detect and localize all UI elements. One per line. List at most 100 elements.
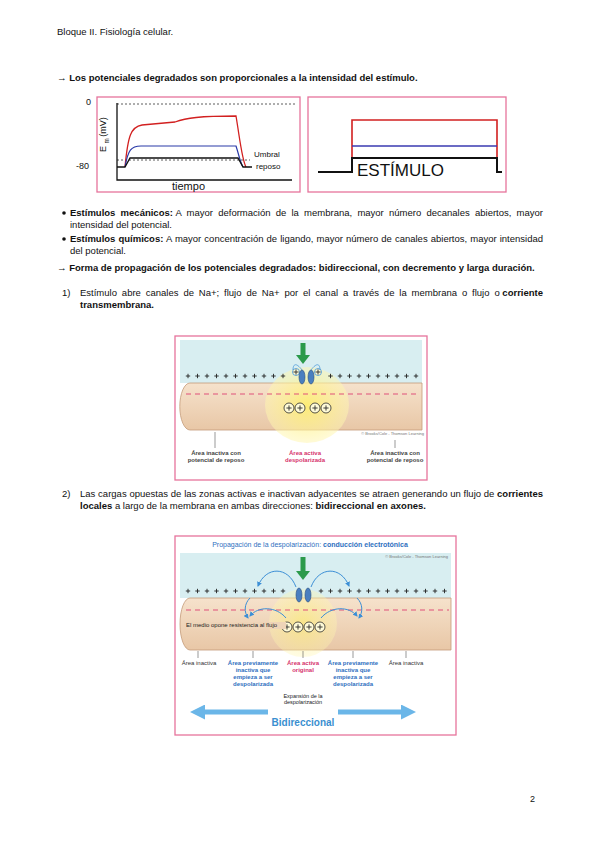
label-text: Las cargas opuestas de las zonas activas… bbox=[80, 488, 494, 499]
label-text: Área inactiva con potencial de reposo bbox=[188, 450, 245, 463]
label-text: Estímulo abre canales de Na+; flujo de N… bbox=[80, 287, 500, 298]
label-text: Estímulos químicos: bbox=[70, 233, 163, 244]
copyright-note: © Brooks/Cole - Thomson Learning bbox=[352, 432, 424, 437]
charge-sign bbox=[395, 589, 399, 593]
charge-sign bbox=[404, 589, 408, 593]
label-text: Bidireccional bbox=[272, 717, 335, 728]
potential-graph bbox=[97, 97, 300, 192]
area-label: Área inactiva con potencial de reposo bbox=[181, 450, 251, 464]
charge-sign bbox=[186, 374, 190, 378]
area-label: Área activa original bbox=[285, 660, 321, 674]
section-heading: → Los potenciales degradados son proporc… bbox=[57, 72, 547, 84]
medium-note: El medio opone resistencia al flujo bbox=[186, 622, 286, 629]
list-number: 2) bbox=[62, 488, 78, 500]
axon-figure bbox=[175, 336, 427, 480]
label-text: Área activa despolarizada bbox=[285, 450, 325, 463]
bullet-dot bbox=[62, 237, 66, 241]
stimulus-label: ESTÍMULO bbox=[357, 160, 497, 182]
label-text: reposo bbox=[256, 162, 280, 171]
charge-sign bbox=[233, 589, 237, 593]
charge-sign bbox=[224, 589, 228, 593]
charge-sign bbox=[281, 589, 285, 593]
copyright-note: © Brooks/Cole - Thomson Learning bbox=[372, 555, 448, 560]
threshold-label: Umbral bbox=[254, 150, 298, 160]
charge-sign bbox=[414, 374, 418, 378]
charge-sign bbox=[442, 589, 446, 593]
charge-sign bbox=[338, 589, 342, 593]
charge-sign bbox=[243, 374, 247, 378]
axis-title: tiempo bbox=[172, 179, 232, 193]
charge-sign bbox=[319, 589, 323, 593]
list-text: Estímulo abre canales de Na+; flujo de N… bbox=[80, 287, 543, 312]
charge-sign bbox=[271, 374, 275, 378]
charge-sign bbox=[366, 589, 370, 593]
charge-sign bbox=[404, 374, 408, 378]
charge-sign bbox=[224, 374, 228, 378]
charge-sign bbox=[293, 369, 298, 374]
charge-sign bbox=[195, 589, 199, 593]
area-label: Área previamente inactiva que empieza a … bbox=[224, 660, 282, 688]
charge-sign bbox=[281, 374, 285, 378]
label-text: 2) bbox=[62, 488, 70, 499]
label-text: → Forma de propagación de los potenciale… bbox=[57, 262, 535, 273]
charge-sign bbox=[357, 589, 361, 593]
label-text: © Brooks/Cole - Thomson Learning bbox=[361, 431, 424, 436]
charge-sign bbox=[328, 589, 332, 593]
charge-sign bbox=[338, 374, 342, 378]
charge-sign bbox=[214, 374, 218, 378]
area-label: Área activa despolarizada bbox=[272, 450, 338, 464]
bullet-text: Estímulos mecánicos:A mayor deformación … bbox=[70, 207, 543, 232]
label-text: 0 bbox=[86, 97, 91, 107]
charge-sign bbox=[205, 374, 209, 378]
label-text: Área inactiva con potencial de reposo bbox=[367, 450, 424, 463]
charge-sign bbox=[366, 374, 370, 378]
charge-sign bbox=[414, 589, 418, 593]
label-text: Propagación de la despolarización: bbox=[212, 541, 321, 548]
label-text: Área previamente inactiva que empieza a … bbox=[328, 660, 378, 687]
label-text: 2 bbox=[530, 794, 535, 804]
axis-title: Em(mV) bbox=[98, 117, 111, 152]
label-text: Expansión de la despolarización bbox=[283, 693, 322, 705]
charge-sign bbox=[347, 374, 351, 378]
charge-sign bbox=[323, 405, 328, 410]
charge-sign bbox=[262, 589, 266, 593]
charge-sign bbox=[385, 374, 389, 378]
charge-sign bbox=[195, 374, 199, 378]
label-text: tiempo bbox=[172, 180, 205, 192]
label-text: Área inactiva bbox=[182, 660, 217, 666]
charge-sign bbox=[317, 624, 322, 629]
figure-title: Propagación de la despolarización:conduc… bbox=[180, 541, 440, 549]
resting-label: reposo bbox=[256, 162, 298, 172]
label-text: El medio opone resistencia al flujo bbox=[186, 622, 277, 628]
charge-sign bbox=[214, 589, 218, 593]
area-label: Área inactiva bbox=[179, 660, 219, 667]
area-label: Área inactiva bbox=[386, 660, 426, 667]
charge-sign bbox=[433, 589, 437, 593]
propagation-figure bbox=[175, 536, 456, 735]
label-text: bidireccional en axones. bbox=[316, 500, 426, 511]
list-number: 1) bbox=[62, 287, 78, 299]
charge-sign bbox=[205, 589, 209, 593]
list-text: Las cargas opuestas de las zonas activas… bbox=[80, 488, 543, 513]
charge-sign bbox=[252, 374, 256, 378]
section-heading: → Forma de propagación de los potenciale… bbox=[57, 262, 547, 274]
direction-label: Bidireccional bbox=[258, 716, 348, 729]
charge-sign bbox=[376, 589, 380, 593]
label-text: 1) bbox=[62, 287, 70, 298]
label-text: → Los potenciales degradados son proporc… bbox=[57, 72, 418, 83]
charge-sign bbox=[376, 374, 380, 378]
charge-sign bbox=[357, 374, 361, 378]
charge-sign bbox=[262, 374, 266, 378]
bullet-text: Estímulos químicos:A mayor concentración… bbox=[70, 233, 543, 258]
page-number: 2 bbox=[530, 794, 550, 806]
label-text: (mV) bbox=[98, 117, 108, 137]
axis-tick: -80 bbox=[76, 161, 100, 173]
charge-sign bbox=[395, 374, 399, 378]
label-text: E bbox=[98, 146, 108, 152]
charge-sign bbox=[295, 624, 300, 629]
charge-sign bbox=[243, 589, 247, 593]
charge-sign bbox=[271, 589, 275, 593]
axis-tick: 0 bbox=[86, 97, 100, 109]
label-text: ESTÍMULO bbox=[357, 161, 444, 180]
area-label: Área inactiva con potencial de reposo bbox=[360, 450, 430, 464]
